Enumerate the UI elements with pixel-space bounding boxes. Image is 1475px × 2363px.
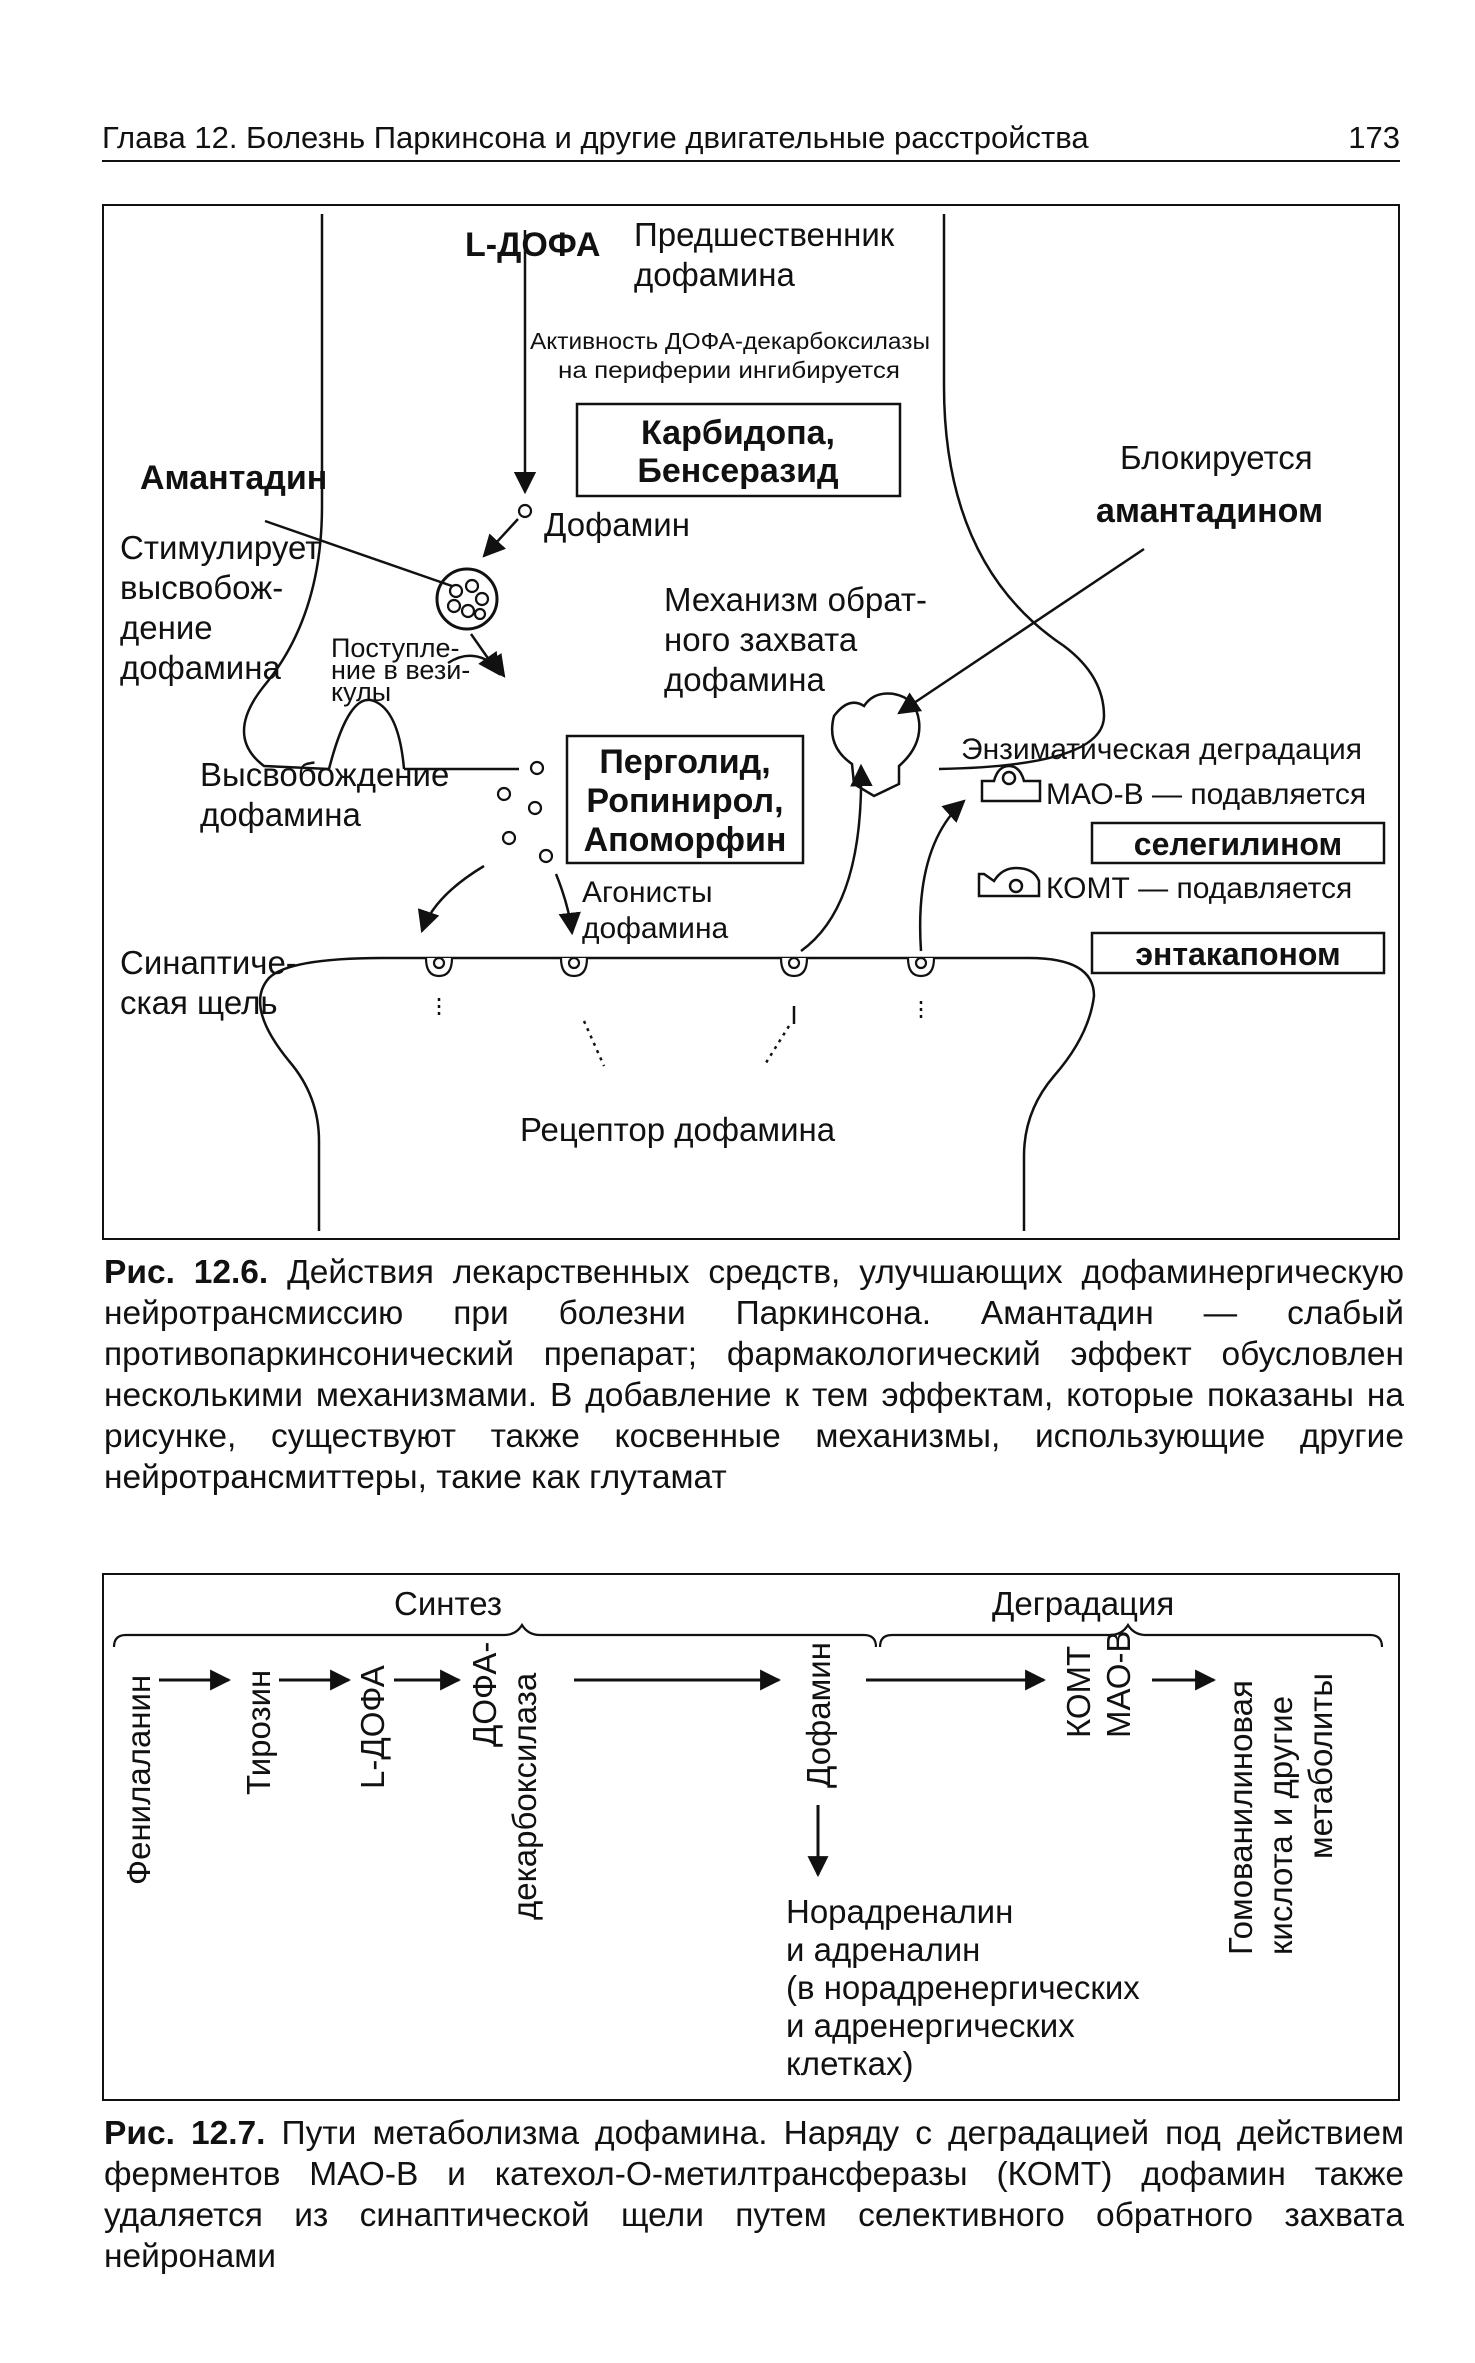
figure-12-7: Синтез Деградация Фенилаланин Тирозин L-… (102, 1573, 1400, 2101)
decarb-note-line2: на периферии ингибируется (558, 357, 900, 383)
comt-enzyme-icon (977, 866, 1041, 898)
enzymatic-label: Энзиматическая деградация (961, 733, 1362, 766)
dopamine-molecules (496, 503, 554, 864)
synapse-diagram: L-ДОФА Предшественник дофамина Активност… (120, 214, 1386, 1231)
receptor-label: Рецептор дофамина (520, 1111, 836, 1148)
synthesis-brace (112, 1622, 878, 1648)
release-line2: дофамина (200, 796, 361, 833)
tyrosine-label: Тирозин (240, 1670, 277, 1795)
stimulates-line4: дофамина (120, 649, 281, 686)
agonist-drug-3: Апоморфин (584, 821, 787, 859)
ldopa-label-2: L-ДОФА (354, 1665, 391, 1789)
agonist-drugs-box (565, 734, 805, 865)
stimulates-line1: Стимулирует (120, 529, 320, 566)
maob-label: МАО-В — подавляется (1046, 778, 1366, 811)
synthesis-label: Синтез (394, 1585, 502, 1622)
maob-label-2: МАО-В (1100, 1631, 1137, 1738)
precursor-line1: Предшественник (634, 216, 895, 253)
agonist-drug-2: Ропинирол, (586, 782, 783, 820)
decarb-note-line1: Активность ДОФА-декарбоксилазы (530, 328, 930, 354)
hva-line3: метаболиты (1302, 1673, 1339, 1859)
selegiline-box (1090, 821, 1386, 865)
degradation-brace (878, 1622, 1384, 1648)
amantadine-pointer (264, 519, 453, 588)
vesicle-uptake-line2: ние в вези- (331, 655, 470, 685)
page-number: 173 (1348, 120, 1400, 155)
comt-label-2: КОМТ (1060, 1646, 1097, 1738)
phenylalanine-label: Фенилаланин (120, 1675, 157, 1885)
ldopa-label: L-ДОФА (465, 226, 601, 264)
dopamine-receptors (424, 956, 936, 978)
reuptake-line2: ного захвата (664, 621, 858, 658)
reuptake-line1: Механизм обрат- (664, 581, 927, 618)
caption-text: Пути метаболизма дофамина. Наряду с дегр… (104, 2115, 1404, 2275)
noradrenaline-line3: (в норадренергических (786, 1969, 1140, 2006)
vesicle-uptake-line3: кулы (331, 677, 391, 707)
presynaptic-outline-right (938, 214, 1106, 771)
caption-text: Действия лекарственных средств, улучшающ… (104, 1254, 1404, 1496)
carbidopa-line1: Карбидопа, (641, 414, 835, 452)
noradrenaline-line4: и адренергических (786, 2007, 1075, 2044)
blocked-by-label: амантадином (1096, 492, 1323, 530)
caption-label: Рис. 12.7. (104, 2115, 266, 2152)
dopamine-label: Дофамин (544, 506, 690, 543)
hva-line2: кислота и другие (1262, 1696, 1299, 1955)
postsynaptic-membrane (258, 956, 1096, 1231)
figure-12-6-caption: Рис. 12.6. Действия лекарственных средст… (104, 1252, 1404, 1498)
agonist-drug-1: Перголид, (599, 743, 770, 781)
vesicle-uptake-line1: Поступле- (331, 633, 459, 663)
degradation-label: Деградация (992, 1585, 1174, 1622)
caption-label: Рис. 12.6. (104, 1254, 269, 1291)
hva-line1: Гомованилиновая (1222, 1680, 1259, 1955)
cleft-line1: Синаптиче- (120, 944, 297, 981)
figure-12-7-caption: Рис. 12.7. Пути метаболизма дофамина. На… (104, 2113, 1404, 2277)
reuptake-line3: дофамина (664, 661, 825, 698)
dopamine-vesicle (435, 567, 499, 631)
entacapone-label: энтакапоном (1135, 936, 1340, 972)
amantadine-label: Амантадин (140, 459, 327, 497)
figure-12-6: L-ДОФА Предшественник дофамина Активност… (102, 204, 1400, 1240)
precursor-line2: дофамина (634, 256, 795, 293)
noradrenaline-line5: клетках) (786, 2045, 913, 2082)
dopa-decarb-line1: ДОФА- (466, 1642, 503, 1747)
noradrenaline-line2: и адреналин (786, 1931, 980, 1968)
cleft-line2: ская щель (120, 984, 278, 1021)
agonists-label-line2: дофамина (582, 912, 729, 945)
noradrenaline-line1: Норадреналин (786, 1893, 1013, 1930)
dopamine-label-2: Дофамин (800, 1642, 837, 1788)
stimulates-line3: дение (120, 609, 213, 646)
maob-enzyme-icon (980, 764, 1042, 803)
carbidopa-box (575, 402, 902, 498)
agonists-label-line1: Агонисты (582, 876, 713, 909)
chapter-title: Глава 12. Болезнь Паркинсона и другие дв… (102, 120, 1089, 155)
dopa-decarb-line2: декарбоксилаза (506, 1672, 543, 1920)
blocked-label: Блокируется (1120, 439, 1313, 476)
stimulates-line2: высвобож- (120, 569, 283, 606)
presynaptic-outline (242, 214, 330, 771)
running-header: Глава 12. Болезнь Паркинсона и другие дв… (102, 118, 1400, 162)
entacapone-box (1090, 931, 1386, 975)
dopamine-metabolism-diagram: Синтез Деградация Фенилаланин Тирозин L-… (112, 1585, 1384, 2082)
selegiline-label: селегилином (1134, 826, 1342, 862)
comt-label: КОМТ — подавляется (1046, 872, 1352, 905)
vesicle-fusion-left (327, 698, 406, 770)
release-line1: Высвобождение (200, 756, 449, 793)
carbidopa-line2: Бенсеразид (637, 452, 838, 490)
